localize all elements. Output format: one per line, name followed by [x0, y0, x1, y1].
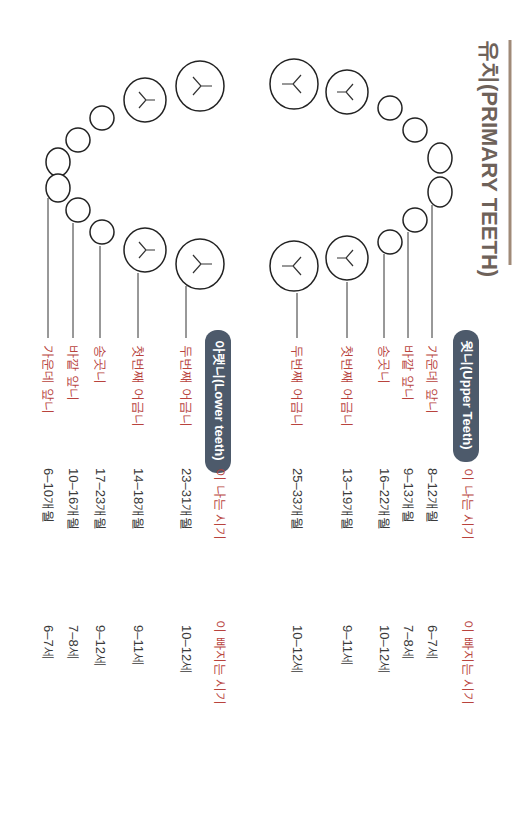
shedding-age: 9–11세	[339, 625, 355, 666]
column-header: 이 나는 시기	[460, 468, 476, 540]
column-header: 이 빠지는 시기	[460, 620, 476, 705]
diagram-title: 유치(PRIMARY TEETH)	[474, 40, 504, 277]
eruption-age: 14–18개월	[130, 468, 146, 530]
tooth-name: 송곳니	[92, 345, 108, 384]
column-header: 이 나는 시기	[212, 468, 228, 540]
eruption-age: 13–19개월	[339, 468, 355, 530]
eruption-age: 16–22개월	[376, 468, 392, 530]
shedding-age: 6–7세	[424, 625, 440, 660]
section-pill: 아랫니(Lower teeth)	[205, 330, 231, 473]
title-bar	[509, 40, 512, 265]
eruption-age: 10–16개월	[65, 468, 81, 530]
shedding-age: 10–12세	[178, 625, 194, 674]
upper-arch	[270, 59, 452, 291]
shedding-age: 9–11세	[130, 625, 146, 666]
pill-text: 윗니(Upper Teeth)	[455, 330, 479, 462]
tooth-name: 바깥 앞니	[65, 345, 81, 401]
shedding-age: 7–8세	[400, 625, 416, 660]
eruption-age: 17–23개월	[92, 468, 108, 530]
shedding-age: 10–12세	[289, 625, 305, 674]
molar-crease	[139, 75, 353, 275]
tooth-name: 가운데 앞니	[424, 345, 440, 414]
tooth-name: 첫번째 어금니	[339, 345, 355, 427]
tooth-name: 송곳니	[376, 345, 392, 384]
eruption-age: 9–13개월	[400, 468, 416, 523]
pill-text: 아랫니(Lower teeth)	[207, 330, 231, 473]
tooth-name: 바깥 앞니	[400, 345, 416, 401]
tooth-name: 가운데 앞니	[40, 345, 56, 414]
shedding-age: 7–8세	[65, 625, 81, 660]
tooth-name: 두번째 어금니	[178, 345, 194, 427]
eruption-age: 8–12개월	[424, 468, 440, 523]
shedding-age: 9–12세	[92, 625, 108, 667]
eruption-age: 25–33개월	[289, 468, 305, 530]
leader-line	[48, 198, 432, 338]
eruption-age: 23–31개월	[178, 468, 194, 530]
eruption-age: 6–10개월	[40, 468, 56, 523]
shedding-age: 6–7세	[40, 625, 56, 660]
tooth-name: 첫번째 어금니	[130, 345, 146, 427]
tooth-name: 두번째 어금니	[289, 345, 305, 427]
shedding-age: 10–12세	[376, 625, 392, 674]
column-header: 이 빠지는 시기	[212, 620, 228, 705]
section-pill: 윗니(Upper Teeth)	[453, 330, 479, 462]
